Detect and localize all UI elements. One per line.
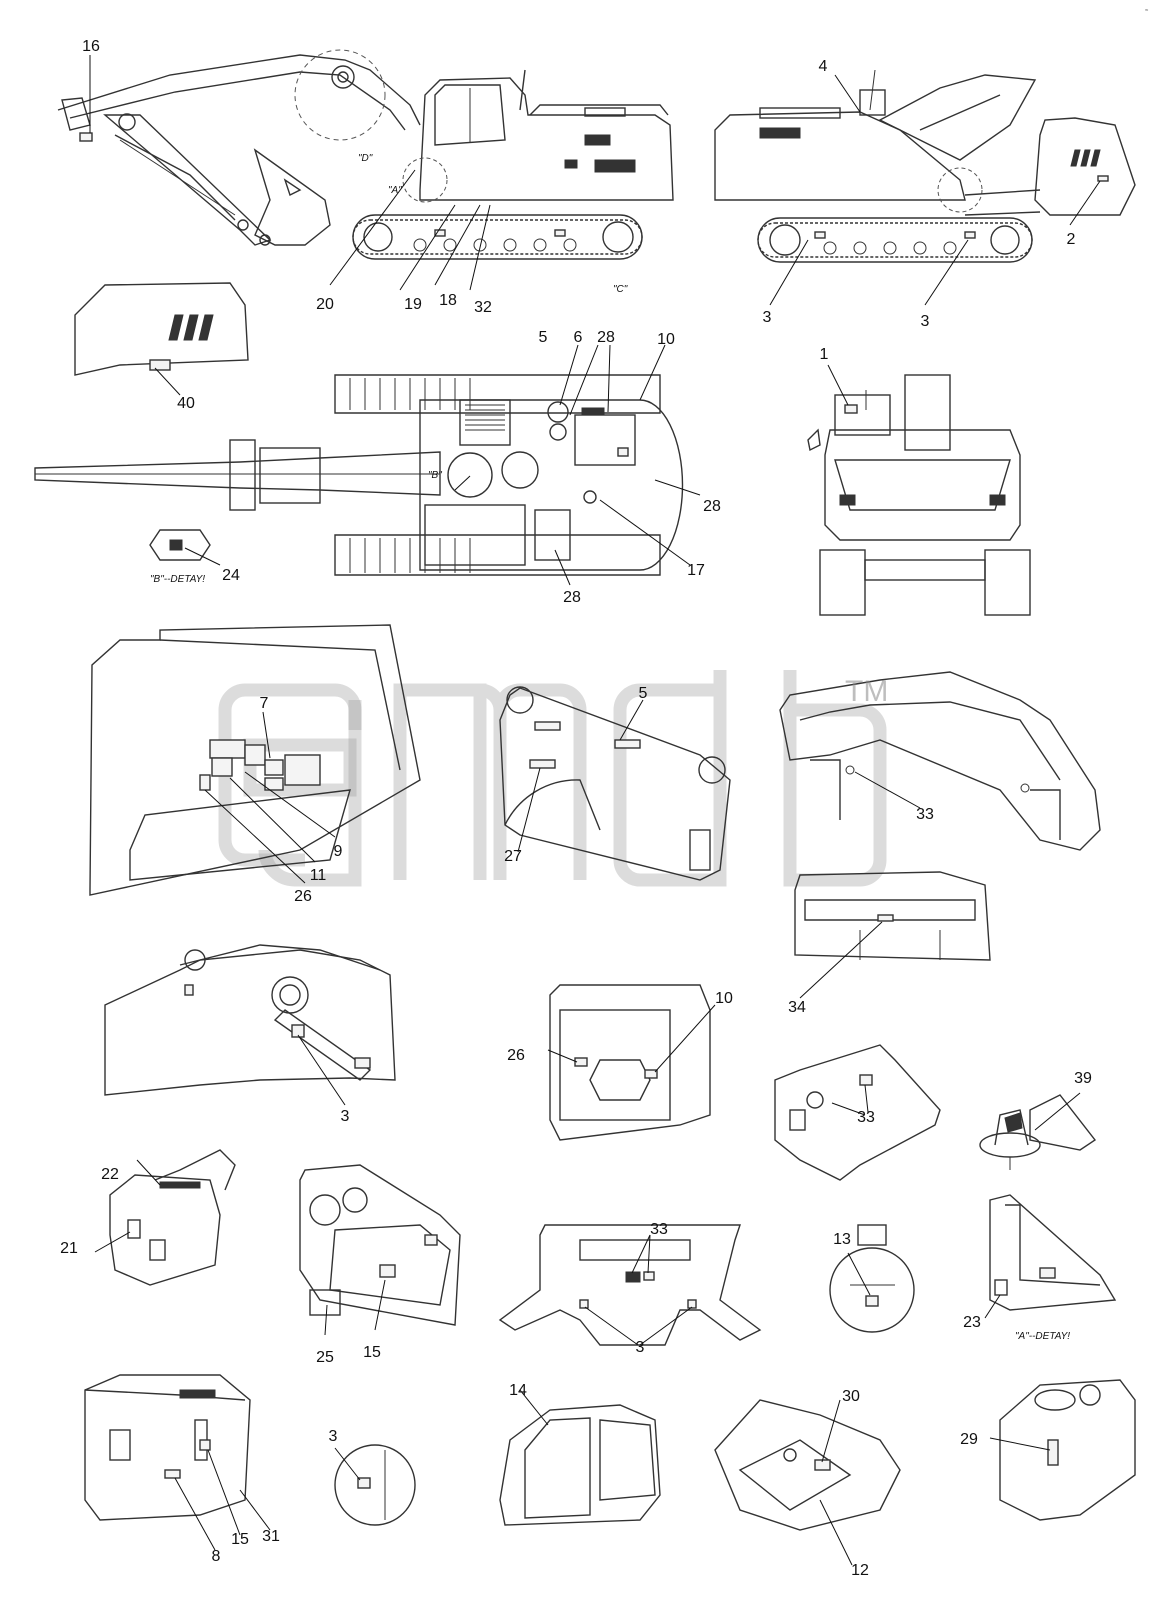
callout-15-frame: 15 [231, 1531, 249, 1548]
callout-28-right: 28 [703, 498, 721, 515]
detail-marker-a: "A" [388, 185, 402, 196]
svg-text:≈: ≈ [1145, 8, 1149, 14]
callout-31: 31 [262, 1528, 280, 1545]
detail-marker-c: "C" [613, 284, 628, 295]
callout-3-boom: 3 [340, 1108, 350, 1125]
callout-28-bottom: 28 [563, 589, 581, 606]
watermark-logo [218, 670, 887, 887]
callout-24: 24 [222, 567, 240, 584]
callout-27: 27 [504, 848, 522, 865]
callout-30: 30 [842, 1388, 860, 1405]
callout-3-round: 3 [328, 1428, 338, 1445]
callout-34: 34 [788, 999, 806, 1016]
cab-shell [499, 1389, 661, 1526]
callout-3-b: 3 [920, 313, 930, 330]
watermark-trademark: TM [845, 675, 889, 708]
callout-5-top: 5 [538, 329, 548, 346]
callout-26-a: 26 [294, 888, 312, 905]
callout-25: 25 [316, 1349, 334, 1366]
pivot-bracket [774, 1044, 941, 1181]
callout-1: 1 [819, 346, 829, 363]
counterweight-detail [74, 282, 249, 396]
callout-33-pivot: 33 [857, 1109, 875, 1126]
excavator-right-side-view [714, 69, 1136, 306]
callout-33-frame: 33 [916, 806, 934, 823]
callout-21: 21 [60, 1240, 78, 1257]
caption-a-detail: "A"--DETAY! [1015, 1331, 1071, 1342]
switch-detail-39 [979, 1092, 1097, 1170]
engine-hood [499, 686, 731, 881]
callout-7: 7 [259, 695, 269, 712]
circle-detail-13 [829, 1224, 915, 1333]
callout-8: 8 [211, 1548, 221, 1565]
callout-22: 22 [101, 1166, 119, 1183]
a-detail-23 [984, 1194, 1117, 1319]
cab-body-panel [89, 624, 421, 896]
callout-4: 4 [818, 58, 828, 75]
cab-floor-detail [547, 984, 716, 1141]
callout-29: 29 [960, 1431, 978, 1448]
excavator-rear-view [807, 364, 1031, 616]
callout-18: 18 [439, 292, 457, 309]
excavator-left-side-view [57, 49, 674, 291]
callout-11: 11 [309, 867, 327, 884]
callout-10-top: 10 [657, 331, 675, 348]
swing-frame [498, 1224, 762, 1346]
tank-detail-12-30 [714, 1399, 901, 1566]
callout-6: 6 [573, 329, 583, 346]
callout-16: 16 [82, 38, 100, 55]
callout-33-swing: 33 [650, 1221, 668, 1238]
callout-15-interior: 15 [363, 1344, 381, 1361]
callout-40: 40 [177, 395, 195, 412]
b-detail [149, 529, 221, 566]
excavator-top-view [34, 344, 701, 586]
callout-5-hood: 5 [638, 685, 648, 702]
callout-9: 9 [333, 843, 343, 860]
callout-10-floor: 10 [715, 990, 733, 1007]
fuel-tank [989, 1379, 1136, 1521]
upper-frame [779, 671, 1101, 851]
callout-2: 2 [1066, 231, 1076, 248]
round-detail-3 [334, 1444, 416, 1526]
callout-26-b: 26 [507, 1047, 525, 1064]
detail-marker-d: "D" [358, 153, 373, 164]
callout-17: 17 [687, 562, 705, 579]
callout-19: 19 [404, 296, 422, 313]
cab-frame [84, 1374, 271, 1551]
callout-12: 12 [851, 1562, 869, 1579]
callout-28-top: 28 [597, 329, 615, 346]
operator-seat [94, 1149, 236, 1286]
detail-marker-b: "B" [428, 470, 442, 481]
callout-14: 14 [509, 1382, 527, 1399]
caption-b-detail: "B"--DETAY! [150, 574, 206, 585]
callout-3-a: 3 [762, 309, 772, 326]
callout-32: 32 [474, 299, 492, 316]
roof-detail-34 [794, 871, 991, 999]
callout-13: 13 [833, 1231, 851, 1248]
callout-23: 23 [963, 1314, 981, 1331]
callout-39: 39 [1074, 1070, 1092, 1087]
cab-interior [299, 1164, 461, 1336]
boom-detail-3 [104, 944, 396, 1106]
callout-3-swing: 3 [635, 1339, 645, 1356]
callout-20: 20 [316, 296, 334, 313]
